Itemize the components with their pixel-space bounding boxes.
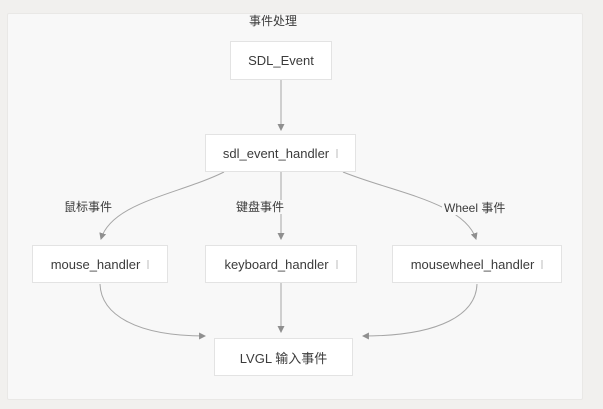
edge-mousewheel-to-lvgl <box>361 283 478 340</box>
edge-label-mouse-events: 鼠标事件 <box>62 200 115 214</box>
node-sdl-event-label: SDL_Event <box>248 53 314 68</box>
cursor-tick <box>335 259 338 269</box>
node-mousewheel-handler: mousewheel_handler <box>392 245 562 283</box>
node-lvgl-input-label: LVGL 输入事件 <box>239 350 328 366</box>
edge-handler-to-mousewheel <box>342 171 478 240</box>
diagram-title: 事件处理 <box>248 14 297 28</box>
edge-mouse-to-lvgl <box>99 283 207 340</box>
node-sdl-event-handler: sdl_event_handler <box>205 134 356 172</box>
cursor-tick <box>336 148 339 158</box>
edge-label-keyboard-events: 键盘事件 <box>234 200 287 214</box>
node-lvgl-input: LVGL 输入事件 <box>214 338 353 376</box>
node-keyboard-handler: keyboard_handler <box>205 245 357 283</box>
node-mouse-handler-label: mouse_handler <box>50 256 141 272</box>
node-sdl-event-handler-label: sdl_event_handler <box>222 145 330 161</box>
cursor-tick <box>541 259 544 269</box>
edge-handler-to-mouse <box>99 171 225 241</box>
node-mouse-handler: mouse_handler <box>32 245 168 283</box>
edge-label-wheel-events: Wheel 事件 <box>442 201 508 215</box>
cursor-tick <box>147 259 150 269</box>
node-sdl-event: SDL_Event <box>230 41 332 80</box>
node-mousewheel-handler-label: mousewheel_handler <box>410 256 535 272</box>
node-keyboard-handler-label: keyboard_handler <box>224 256 329 272</box>
